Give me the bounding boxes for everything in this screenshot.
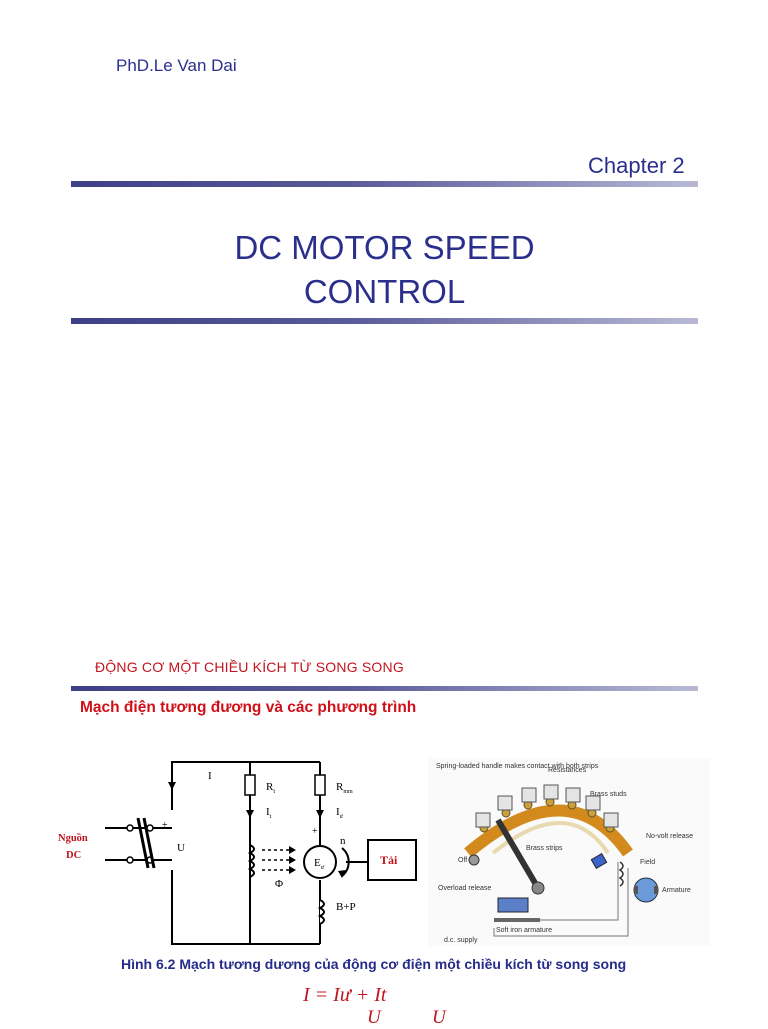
motor-plus-sign: + (312, 826, 318, 837)
speed-label: n (340, 835, 346, 847)
starter-illustration: Spring-loaded handle makes contact with … (428, 758, 710, 946)
label-brass-studs: Brass studs (590, 791, 627, 798)
brush-label: B+P (336, 901, 356, 913)
label-resistances: Resistances (548, 767, 587, 774)
divider-section (71, 686, 698, 691)
divider-top (71, 181, 698, 187)
label-field: Field (640, 859, 655, 866)
figure-caption: Hình 6.2 Mạch tương dương của động cơ đi… (121, 956, 627, 972)
field-resistor-label: Rt (266, 781, 275, 795)
label-no-volt-release: No-volt release (646, 833, 693, 840)
author-name: PhD.Le Van Dai (116, 56, 237, 75)
equation-fraction-1: U (367, 1007, 381, 1028)
section-subheading: Mạch điện tương đương và các phương trìn… (80, 699, 417, 716)
label-brass-strips: Brass strips (526, 845, 563, 852)
emf-label: Eư (314, 857, 325, 871)
source-label-1: Nguồn (58, 833, 88, 844)
source-label-2: DC (66, 850, 81, 861)
divider-bottom (71, 318, 698, 324)
label-overload-release: Overload release (438, 885, 491, 892)
load-label: Tải (380, 853, 398, 867)
label-handle: Spring-loaded handle makes contact with … (436, 763, 599, 770)
label-armature: Armature (662, 887, 691, 894)
armature-resistor-label: Rmm (336, 781, 353, 795)
plus-sign: + (162, 820, 168, 831)
flux-label: Φ (275, 878, 283, 890)
slide-title: DC MOTOR SPEED CONTROL (71, 226, 698, 314)
voltage-label: U (177, 842, 185, 854)
equation-fraction-2: U (432, 1007, 446, 1028)
title-line-2: CONTROL (303, 273, 466, 310)
title-line-1: DC MOTOR SPEED (234, 229, 535, 266)
chapter-label: Chapter 2 (588, 153, 685, 178)
armature-current-label: Iư (336, 806, 344, 820)
section-heading: ĐỘNG CƠ MỘT CHIỀU KÍCH TỪ SONG SONG (95, 659, 404, 675)
label-dc-supply: d.c. supply (444, 937, 478, 944)
label-off: Off (458, 857, 467, 864)
label-soft-iron-armature: Soft iron armature (496, 927, 552, 934)
field-current-label: It (266, 806, 272, 820)
circuit-diagram: Nguồn DC + U I Rt It Rmm Iư + Eư n Φ B+P… (58, 761, 417, 945)
current-label: I (208, 770, 212, 782)
equation-current: I = Iư + It (303, 984, 387, 1006)
